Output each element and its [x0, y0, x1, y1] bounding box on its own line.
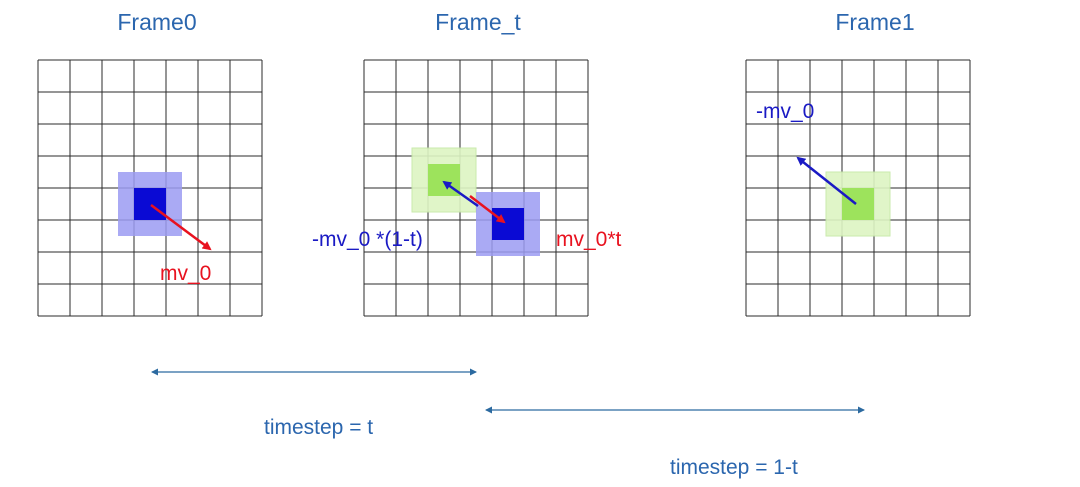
frame1-neg-mv-label: -mv_0	[756, 100, 814, 123]
frame1-grid	[745, 59, 971, 317]
frame-t-mv-label: mv_0*t	[556, 228, 622, 251]
frame1-title: Frame1	[835, 9, 914, 35]
frame0-motion-arrow	[150, 203, 212, 251]
frame0-mv-label: mv_0	[160, 262, 211, 285]
frame-t-blue-block-inner	[492, 208, 524, 240]
frame-t-blue-arrow	[442, 180, 479, 208]
frame0-block-inner	[134, 188, 166, 220]
frame-t-red-arrow	[469, 195, 506, 224]
frame1-neg-mv-arrow	[796, 156, 857, 205]
timestep-t-label: timestep = t	[264, 416, 373, 439]
timestep-1-minus-t-label: timestep = 1-t	[670, 456, 798, 479]
frame1-green-block-inner	[842, 188, 874, 220]
frame0-title: Frame0	[117, 9, 196, 35]
frame-t-neg-mv-label: -mv_0 *(1-t)	[312, 228, 423, 251]
frame-t-title: Frame_t	[435, 9, 521, 35]
